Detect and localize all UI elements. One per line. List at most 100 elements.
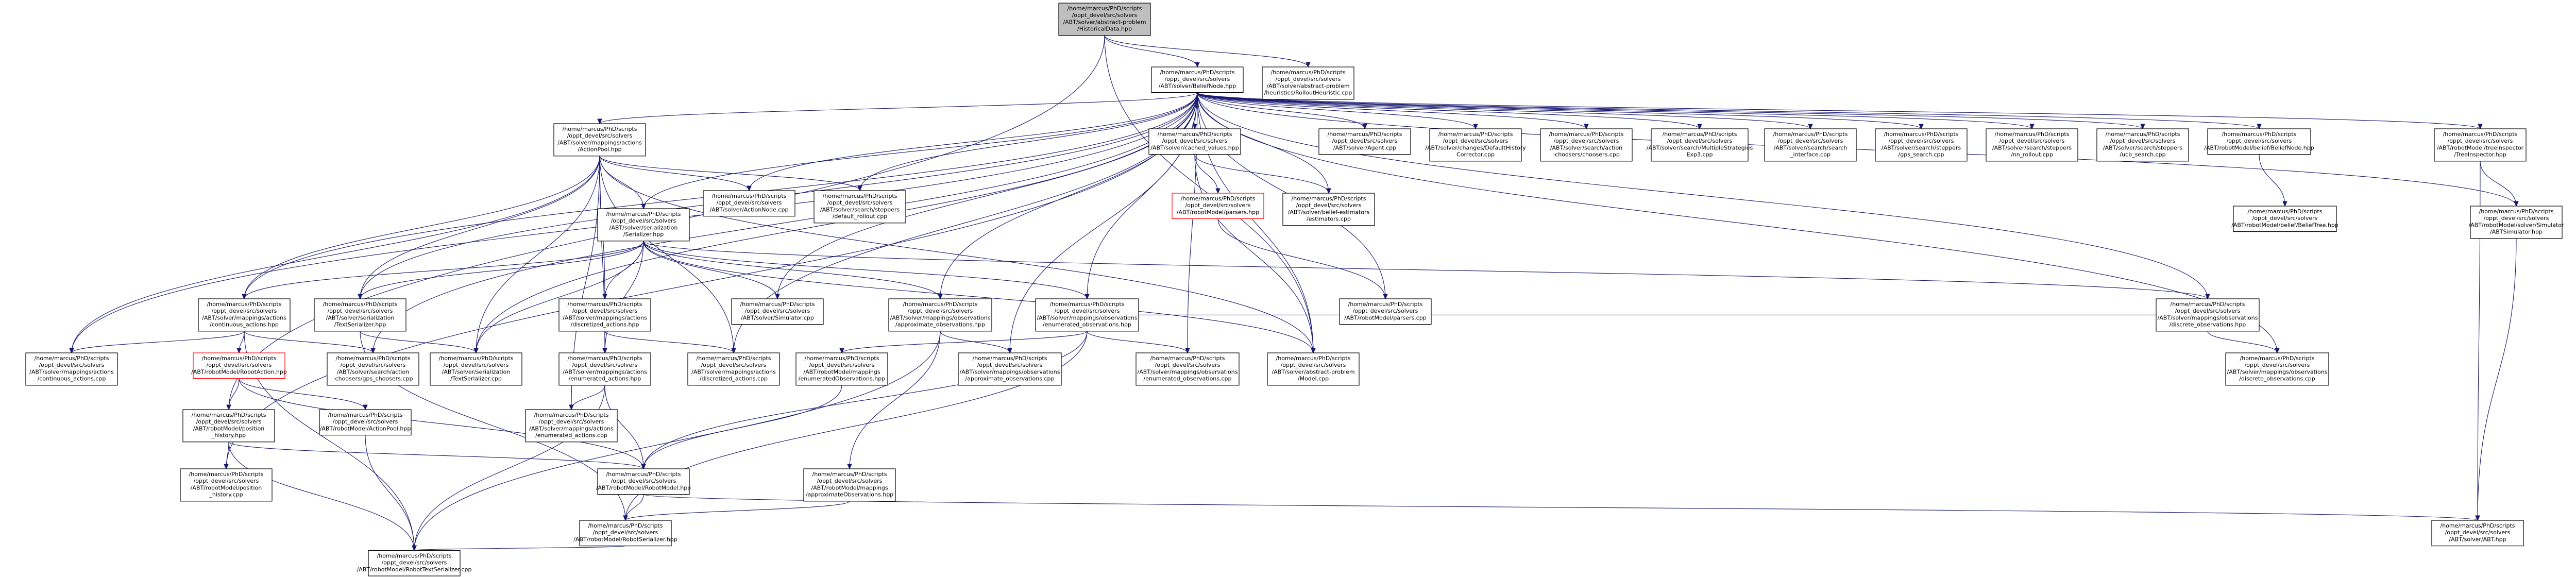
file-node-ucb[interactable]: /home/marcus/PhD/scripts/oppt_devel/src/… — [2096, 128, 2189, 162]
file-node-label-line: /oppt_devel/src/solvers — [572, 362, 638, 368]
file-node-label-line: /heuristics/RolloutHeuristic.cpp — [1264, 90, 1352, 96]
file-node-box — [25, 352, 118, 386]
file-node-textser[interactable]: /home/marcus/PhD/scripts/oppt_devel/src/… — [314, 298, 406, 332]
file-node-label-line: _history.hpp — [211, 432, 246, 439]
file-node-multistrat[interactable]: /home/marcus/PhD/scripts/oppt_devel/src/… — [1647, 128, 1753, 162]
file-node-label-line: /home/marcus/PhD/scripts — [1348, 301, 1423, 308]
file-node-discobscpp[interactable]: /home/marcus/PhD/scripts/oppt_devel/src/… — [2225, 352, 2329, 386]
file-node-choosers[interactable]: /home/marcus/PhD/scripts/oppt_devel/src/… — [1540, 128, 1633, 162]
file-node-label-line: /oppt_devel/src/solvers — [717, 199, 782, 206]
file-node-discobs[interactable]: /home/marcus/PhD/scripts/oppt_devel/src/… — [2156, 298, 2260, 332]
file-node-label-line: /continuous_actions.hpp — [210, 321, 279, 328]
file-node-sercpp[interactable]: /home/marcus/PhD/scripts/oppt_devel/src/… — [430, 352, 522, 386]
file-node-label-line: /home/marcus/PhD/scripts — [740, 301, 815, 308]
edge-robotmodel-to-abthpp — [643, 494, 2480, 521]
file-node-modelcpp[interactable]: /home/marcus/PhD/scripts/oppt_devel/src/… — [1267, 352, 1360, 386]
file-node-label-line: /oppt_devel/src/solvers — [567, 132, 633, 139]
file-node-discactcpp[interactable]: /home/marcus/PhD/scripts/oppt_devel/src/… — [687, 352, 780, 386]
file-node-nnrollout[interactable]: /home/marcus/PhD/scripts/oppt_devel/src/… — [1986, 128, 2078, 162]
file-node-label-line: /ABT/robotModel/ActionPool.hpp — [320, 425, 411, 432]
file-node-box — [597, 468, 690, 495]
file-node-enumobsmap[interactable]: /home/marcus/PhD/scripts/oppt_devel/src/… — [795, 352, 888, 386]
edge-rsim-to-abthpp — [2475, 238, 2517, 521]
file-node-label-line: /home/marcus/PhD/scripts — [2441, 522, 2515, 529]
file-node-approxobscpp[interactable]: /home/marcus/PhD/scripts/oppt_devel/src/… — [958, 352, 1062, 386]
file-node-apool[interactable]: /home/marcus/PhD/scripts/oppt_devel/src/… — [553, 123, 646, 157]
file-node-label-line: /home/marcus/PhD/scripts — [563, 126, 637, 132]
file-node-label-line: /ABT/solver/Simulator.cpp — [741, 314, 814, 321]
file-node-estimators[interactable]: /home/marcus/PhD/scripts/oppt_devel/src/… — [1282, 193, 1375, 226]
file-node-label-line: Exp3.cpp — [1687, 151, 1713, 158]
file-node-actionnode[interactable]: /home/marcus/PhD/scripts/oppt_devel/src/… — [703, 190, 795, 217]
file-node-label-line: /oppt_devel/src/solvers — [328, 308, 393, 314]
file-node-label-line: /discretized_actions.cpp — [700, 376, 768, 382]
file-node-bn[interactable]: /home/marcus/PhD/scripts/oppt_devel/src/… — [1151, 66, 1244, 93]
file-node-gps[interactable]: /home/marcus/PhD/scripts/oppt_devel/src/… — [1875, 128, 1968, 162]
file-node-poshistcpp[interactable]: /home/marcus/PhD/scripts/oppt_devel/src/… — [180, 468, 273, 502]
file-node-label-line: /home/marcus/PhD/scripts — [1663, 131, 1737, 138]
file-node-label-line: /oppt_devel/src/solvers — [2245, 362, 2310, 368]
file-node-contact[interactable]: /home/marcus/PhD/scripts/oppt_devel/src/… — [198, 298, 291, 332]
file-node-defrollout[interactable]: /home/marcus/PhD/scripts/oppt_devel/src/… — [814, 190, 906, 224]
file-node-label-line: /ABT/solver/mappings/actions — [563, 314, 647, 321]
file-node-label-line: /oppt_devel/src/solvers — [1443, 138, 1509, 144]
file-node-searchif[interactable]: /home/marcus/PhD/scripts/oppt_devel/src/… — [1764, 128, 1857, 162]
edge-apoolr-to-robottextser — [365, 435, 417, 551]
file-node-label-line: /home/marcus/PhD/scripts — [202, 355, 277, 362]
file-node-label-line: /ABT/solver/mappings/observations — [960, 368, 1060, 375]
file-node-label-line: /oppt_devel/src/solvers — [1554, 138, 1619, 144]
file-node-robotser[interactable]: /home/marcus/PhD/scripts/oppt_devel/src/… — [573, 520, 677, 547]
file-node-label-line: /discrete_observations.hpp — [2170, 321, 2246, 328]
edge-bn-to-multistrat — [1197, 92, 1702, 130]
file-node-label-line: /oppt_devel/src/solvers — [593, 529, 658, 536]
file-node-box — [795, 352, 888, 386]
file-node-box — [1339, 298, 1432, 325]
file-node-label-line: _interface.cpp — [1790, 151, 1831, 158]
file-node-approxobsmap[interactable]: /home/marcus/PhD/scripts/oppt_devel/src/… — [803, 468, 896, 502]
file-node-apoolr[interactable]: /home/marcus/PhD/scripts/oppt_devel/src/… — [319, 409, 412, 436]
file-node-agent[interactable]: /home/marcus/PhD/scripts/oppt_devel/src/… — [1318, 128, 1411, 155]
file-node-label-line: /home/marcus/PhD/scripts — [2443, 131, 2518, 138]
file-node-label-line: /ABT/robotModel/RobotTextSerializer.cpp — [357, 566, 472, 573]
file-node-discact[interactable]: /home/marcus/PhD/scripts/oppt_devel/src/… — [558, 298, 651, 332]
file-node-robotmodel[interactable]: /home/marcus/PhD/scripts/oppt_devel/src/… — [596, 468, 691, 495]
file-node-ser[interactable]: /home/marcus/PhD/scripts/oppt_devel/src/… — [597, 208, 690, 242]
file-node-label-line: /ABT/robotModel/position — [193, 425, 265, 432]
file-node-box — [2207, 128, 2311, 155]
file-node-simcpp[interactable]: /home/marcus/PhD/scripts/oppt_devel/src/… — [731, 298, 824, 325]
file-node-label-line: /home/marcus/PhD/scripts — [2222, 131, 2297, 138]
file-node-robotaction[interactable]: /home/marcus/PhD/scripts/oppt_devel/src/… — [191, 352, 287, 379]
file-node-treeinsp[interactable]: /home/marcus/PhD/scripts/oppt_devel/src/… — [2434, 128, 2527, 162]
file-node-parsers_c[interactable]: /home/marcus/PhD/scripts/oppt_devel/src/… — [1339, 298, 1432, 325]
file-node-label-line: /ABT/solver/abstract-problem — [1272, 368, 1354, 375]
file-node-approxobs[interactable]: /home/marcus/PhD/scripts/oppt_devel/src/… — [888, 298, 992, 332]
file-node-enumobs[interactable]: /home/marcus/PhD/scripts/oppt_devel/src/… — [1035, 298, 1139, 332]
file-node-label-line: /ABT/solver/mappings/actions — [691, 368, 776, 375]
file-node-rh[interactable]: /home/marcus/PhD/scripts/oppt_devel/src/… — [1262, 66, 1354, 100]
file-node-rsim[interactable]: /home/marcus/PhD/scripts/oppt_devel/src/… — [2468, 206, 2564, 239]
file-node-poshist[interactable]: /home/marcus/PhD/scripts/oppt_devel/src/… — [182, 409, 275, 443]
edge-discobs-to-discobscpp — [2207, 331, 2280, 354]
file-node-defhist[interactable]: /home/marcus/PhD/scripts/oppt_devel/src/… — [1425, 128, 1526, 162]
file-node-rbn[interactable]: /home/marcus/PhD/scripts/oppt_devel/src/… — [2204, 128, 2314, 155]
file-node-robottextser[interactable]: /home/marcus/PhD/scripts/oppt_devel/src/… — [357, 550, 472, 576]
file-node-label-line: /gps_search.cpp — [1899, 151, 1944, 158]
file-node-label-line: /continuous_actions.cpp — [38, 376, 106, 382]
file-node-box — [1986, 128, 2078, 162]
file-node-enumact[interactable]: /home/marcus/PhD/scripts/oppt_devel/src/… — [558, 352, 651, 386]
file-node-gpschoosers[interactable]: /home/marcus/PhD/scripts/oppt_devel/src/… — [327, 352, 419, 386]
file-node-enumobscpp[interactable]: /home/marcus/PhD/scripts/oppt_devel/src/… — [1136, 352, 1240, 386]
file-node-parsers_h[interactable]: /home/marcus/PhD/scripts/oppt_devel/src/… — [1172, 193, 1264, 219]
file-node-label-line: /oppt_devel/src/solvers — [1055, 308, 1120, 314]
file-node-enumactcpp[interactable]: /home/marcus/PhD/scripts/oppt_devel/src/… — [525, 409, 618, 443]
file-node-label-line: /ABT/solver/belief-estimators — [1288, 209, 1370, 215]
file-node-box — [2233, 206, 2337, 232]
file-node-cached[interactable]: /home/marcus/PhD/scripts/oppt_devel/src/… — [1148, 128, 1241, 155]
edge-treeinsp-to-rsim — [2480, 161, 2519, 207]
file-node-belieftree[interactable]: /home/marcus/PhD/scripts/oppt_devel/src/… — [2231, 206, 2338, 232]
file-node-label-line: /oppt_devel/src/solvers — [2227, 138, 2292, 144]
file-node-abthpp[interactable]: /home/marcus/PhD/scripts/oppt_devel/src/… — [2431, 520, 2524, 547]
file-node-contactcpp[interactable]: /home/marcus/PhD/scripts/oppt_devel/src/… — [25, 352, 118, 386]
file-node-label-line: /ucb_search.cpp — [2120, 151, 2165, 158]
file-node-box — [1151, 66, 1244, 93]
